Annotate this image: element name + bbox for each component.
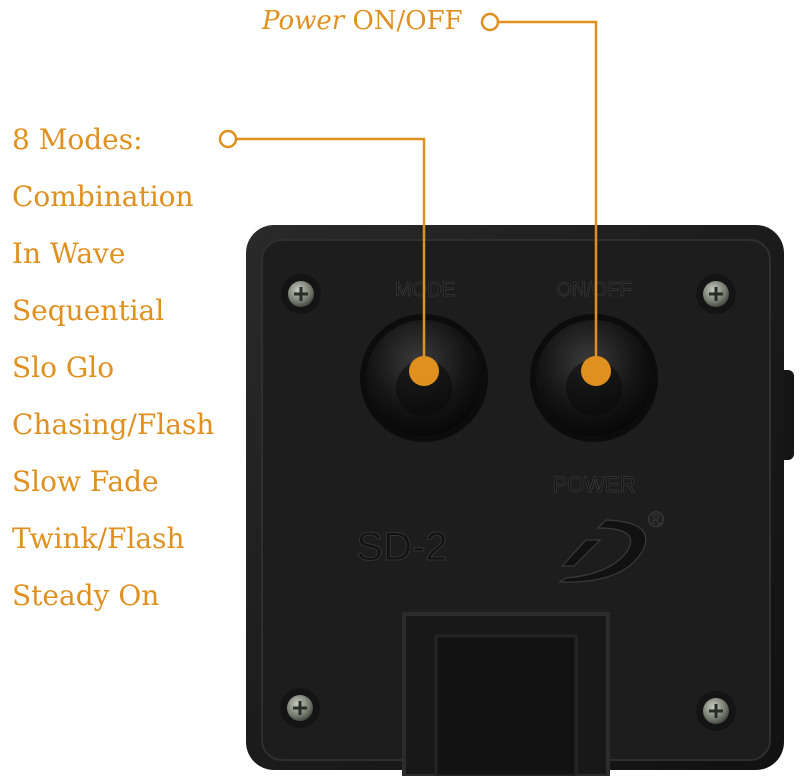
cable-port [402, 612, 610, 776]
mode-item: Chasing/Flash [12, 408, 215, 441]
power-label: POWER [552, 472, 635, 497]
screw-top-right [696, 274, 736, 314]
mode-item: In Wave [12, 237, 126, 270]
brand-logo-icon [558, 519, 647, 583]
modes-list: 8 Modes: Combination In Wave Sequential … [12, 118, 214, 631]
mode-item: Combination [12, 180, 194, 213]
model-label: SD-2 [356, 525, 447, 569]
power-callout-prefix: Power [262, 6, 345, 36]
mode-item: Steady On [12, 579, 160, 612]
modes-title: 8 Modes: [12, 123, 143, 156]
power-callout-text: Power ON/OFF [262, 6, 463, 36]
power-button-marker [581, 356, 611, 386]
onoff-label: ON/OFF [556, 279, 632, 301]
power-callout-line [480, 12, 598, 370]
screw-bottom-left [280, 688, 320, 728]
registered-mark: ® [648, 507, 664, 532]
mode-item: Twink/Flash [12, 522, 185, 555]
screw-bottom-right [696, 691, 736, 731]
mode-item: Sequential [12, 294, 165, 327]
screw-top-left [281, 274, 321, 314]
power-callout-suffix: ON/OFF [352, 6, 463, 36]
mode-item: Slo Glo [12, 351, 115, 384]
mode-button-marker [409, 356, 439, 386]
mode-item: Slow Fade [12, 465, 159, 498]
mode-callout-line [218, 129, 426, 370]
